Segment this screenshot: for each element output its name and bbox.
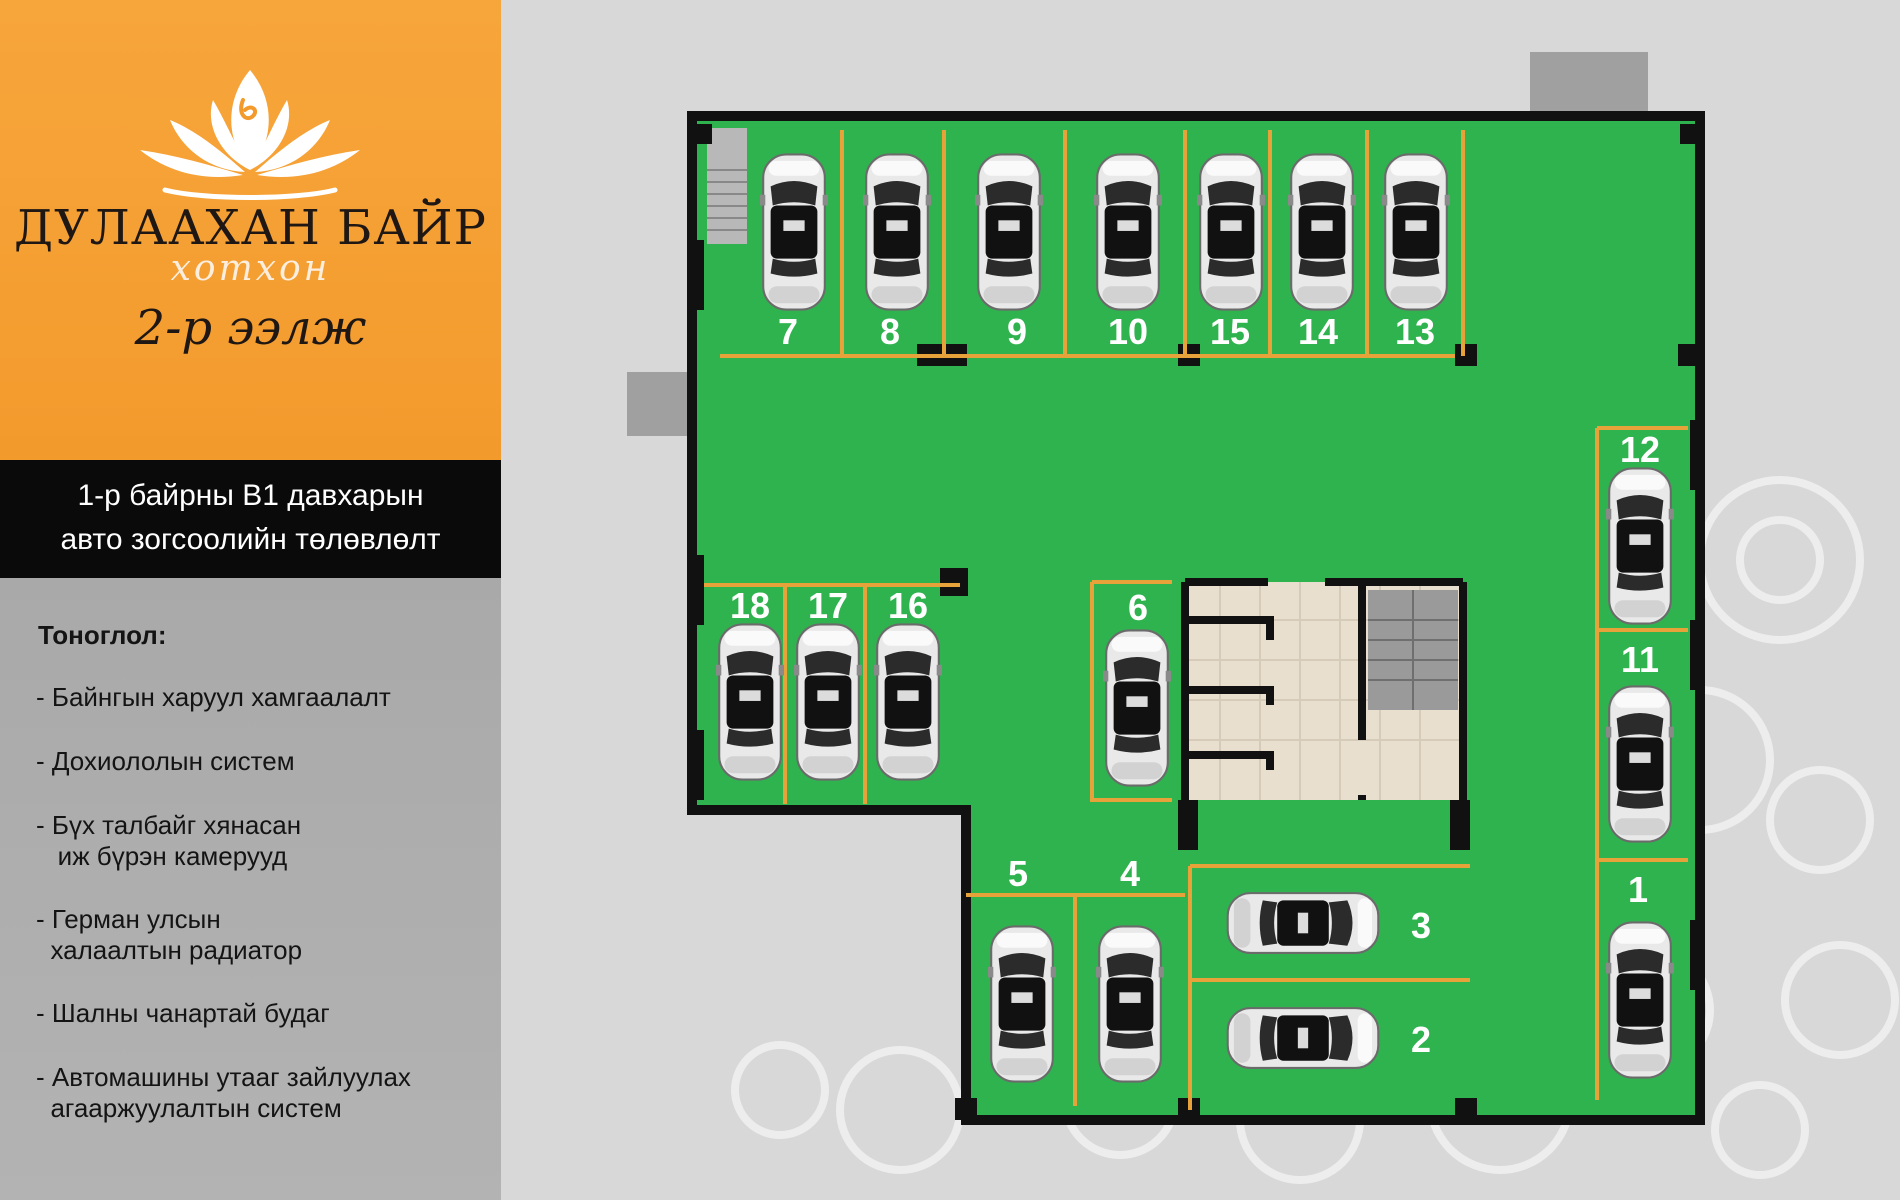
spot-number-16: 16 [888, 585, 928, 626]
car-icon [975, 153, 1043, 311]
feature-item: - Байнгын харуул хамгаалалт [36, 682, 391, 712]
entry-annex [627, 372, 697, 436]
spot-number-9: 9 [1007, 311, 1027, 352]
spot-numbers: 1 2 3 4 5 6 7 8 9 10 11 12 13 14 15 16 1… [730, 311, 1660, 1060]
plan-title-line1: 1-р байрны В1 давхарын [77, 479, 424, 512]
car-icon [716, 623, 784, 781]
building-core [1178, 578, 1470, 850]
parking-lines [704, 130, 1688, 1110]
phase-label: 2-р ээлж [134, 300, 367, 356]
spot-number-5: 5 [1008, 853, 1028, 894]
car-icon [1103, 629, 1171, 787]
plan-title-line2: авто зогсоолийн төлөвлөлт [60, 523, 441, 556]
spot-number-12: 12 [1620, 429, 1660, 470]
spot-number-1: 1 [1628, 869, 1648, 910]
car-icon [988, 925, 1056, 1083]
sidebar: ДУЛААХАН БАЙР хотхон 2-р ээлж 1-р байрны… [0, 0, 501, 1200]
spot-number-11: 11 [1621, 639, 1659, 680]
spot-number-14: 14 [1298, 311, 1338, 352]
feature-item: - Автомашины утааг зайлуулах агааржуулал… [36, 1062, 411, 1123]
spot-number-15: 15 [1210, 311, 1250, 352]
spot-number-7: 7 [778, 311, 798, 352]
car-icon [1226, 1007, 1380, 1069]
car-icon [1096, 925, 1164, 1083]
car-icon [1094, 153, 1162, 311]
car-icon [1382, 153, 1450, 311]
brand-name: ДУЛААХАН БАЙР [14, 200, 487, 256]
brand-subtitle: хотхон [170, 248, 331, 289]
spot-number-4: 4 [1120, 853, 1140, 894]
stairwell-topleft [707, 128, 747, 244]
car-icon [874, 623, 942, 781]
car-icon [1288, 153, 1356, 311]
spot-number-18: 18 [730, 585, 770, 626]
spot-number-3: 3 [1411, 905, 1431, 946]
car-icon [794, 623, 862, 781]
feature-item: - Герман улсын халаалтын радиатор [36, 904, 303, 965]
plan-title: 1-р байрны В1 давхарын авто зогсоолийн т… [0, 460, 501, 578]
spot-number-6: 6 [1128, 587, 1148, 628]
spot-number-17: 17 [808, 585, 848, 626]
car-icon [863, 153, 931, 311]
car-icon [760, 153, 828, 311]
brand-panel: ДУЛААХАН БАЙР хотхон 2-р ээлж [0, 0, 501, 460]
features-panel: Тоноглол: - Байнгын харуул хамгаалалт - … [0, 578, 501, 1200]
structural-columns [692, 124, 1700, 1120]
feature-item: - Дохиололын систем [36, 746, 295, 776]
feature-item: - Шалны чанартай будаг [36, 998, 330, 1028]
car-icon [1606, 921, 1674, 1079]
spot-number-2: 2 [1411, 1019, 1431, 1060]
lotus-logo-icon [140, 70, 360, 200]
spot-number-8: 8 [880, 311, 900, 352]
car-icon [1606, 685, 1674, 843]
stair-annex [1530, 52, 1648, 120]
car-icon [1606, 467, 1674, 625]
spot-number-10: 10 [1108, 311, 1148, 352]
car-icon [1226, 892, 1380, 954]
feature-item: - Бүх талбайг хянасан иж бүрэн камерууд [36, 810, 302, 871]
car-icon [1197, 153, 1265, 311]
spot-number-13: 13 [1395, 311, 1435, 352]
parking-floor-plan: 1 2 3 4 5 6 7 8 9 10 11 12 13 14 15 16 1… [627, 52, 1899, 1184]
features-heading: Тоноглол: [38, 620, 167, 650]
